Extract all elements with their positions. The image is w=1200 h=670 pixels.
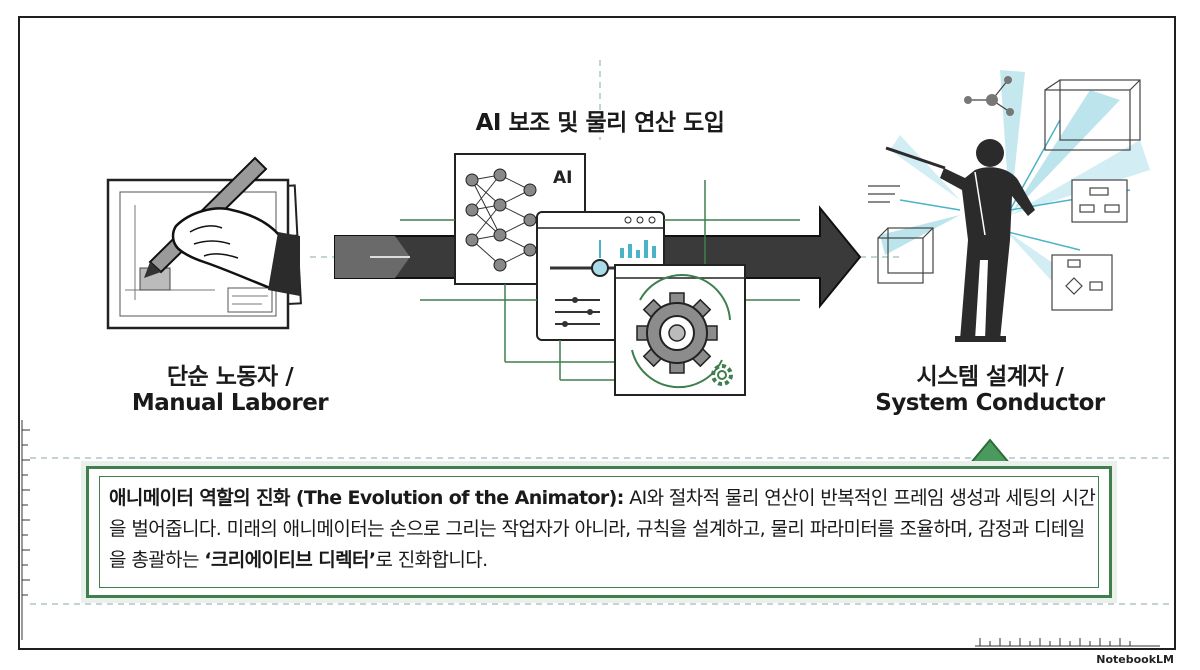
floating-panels [868,79,1141,311]
callout-box: 애니메이터 역할의 진화 (The Evolution of the Anima… [81,461,1117,603]
brand-logo: NotebookLM [1096,653,1174,666]
gear-icon [614,264,746,396]
outer-frame [18,16,1176,650]
callout-ending: 로 진화합니다. [375,549,488,571]
conductor-icon [885,139,1035,342]
right-label-ko: 시스템 설계자 / [916,364,1064,390]
left-label-en: Manual Laborer [131,390,329,416]
node-dots [964,76,1014,116]
ruler-left [21,420,30,640]
callout-inner-border [99,476,1099,588]
ai-badge: AI [553,168,572,188]
callout-body: AI와 절차적 물리 연산이 반복적인 프레임 생성과 세팅의 시간을 벌어줍니… [109,487,1096,571]
right-label-en: System Conductor [875,390,1105,416]
callout-heading: 애니메이터 역할의 진화 (The Evolution of the Anima… [109,487,624,509]
callout-text: 애니메이터 역할의 진화 (The Evolution of the Anima… [109,483,1099,576]
ruler-bottom [975,638,1160,647]
left-label-ko: 단순 노동자 / [166,364,294,390]
center-title: AI 보조 및 물리 연산 도입 [475,110,725,136]
connector-lines [400,180,800,381]
callout-emphasis: ‘크리에이티브 디렉터’ [204,549,376,571]
pencil-hand-icon [106,156,302,330]
